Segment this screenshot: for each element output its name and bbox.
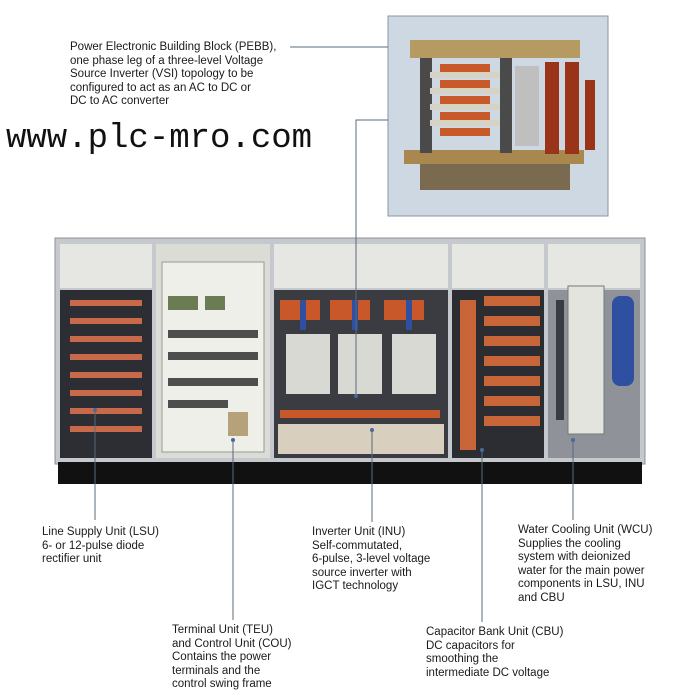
callout-pebb: Power Electronic Building Block (PEBB), …: [70, 41, 277, 107]
callout-lsu: Line Supply Unit (LSU) 6- or 12-pulse di…: [42, 526, 159, 565]
cabinet-lineup: [54, 237, 646, 484]
pebb-photo: [387, 15, 609, 217]
callout-wcu: Water Cooling Unit (WCU) Supplies the co…: [518, 524, 653, 604]
callout-cbu: Capacitor Bank Unit (CBU) DC capacitors …: [426, 626, 564, 679]
leader-dots: [93, 394, 575, 452]
callout-inu: Inverter Unit (INU) Self-commutated, 6-p…: [312, 526, 431, 592]
watermark-text: www.plc-mro.com: [6, 120, 313, 158]
leader-lines: [94, 46, 574, 622]
callout-teu: Terminal Unit (TEU) and Control Unit (CO…: [172, 624, 292, 690]
